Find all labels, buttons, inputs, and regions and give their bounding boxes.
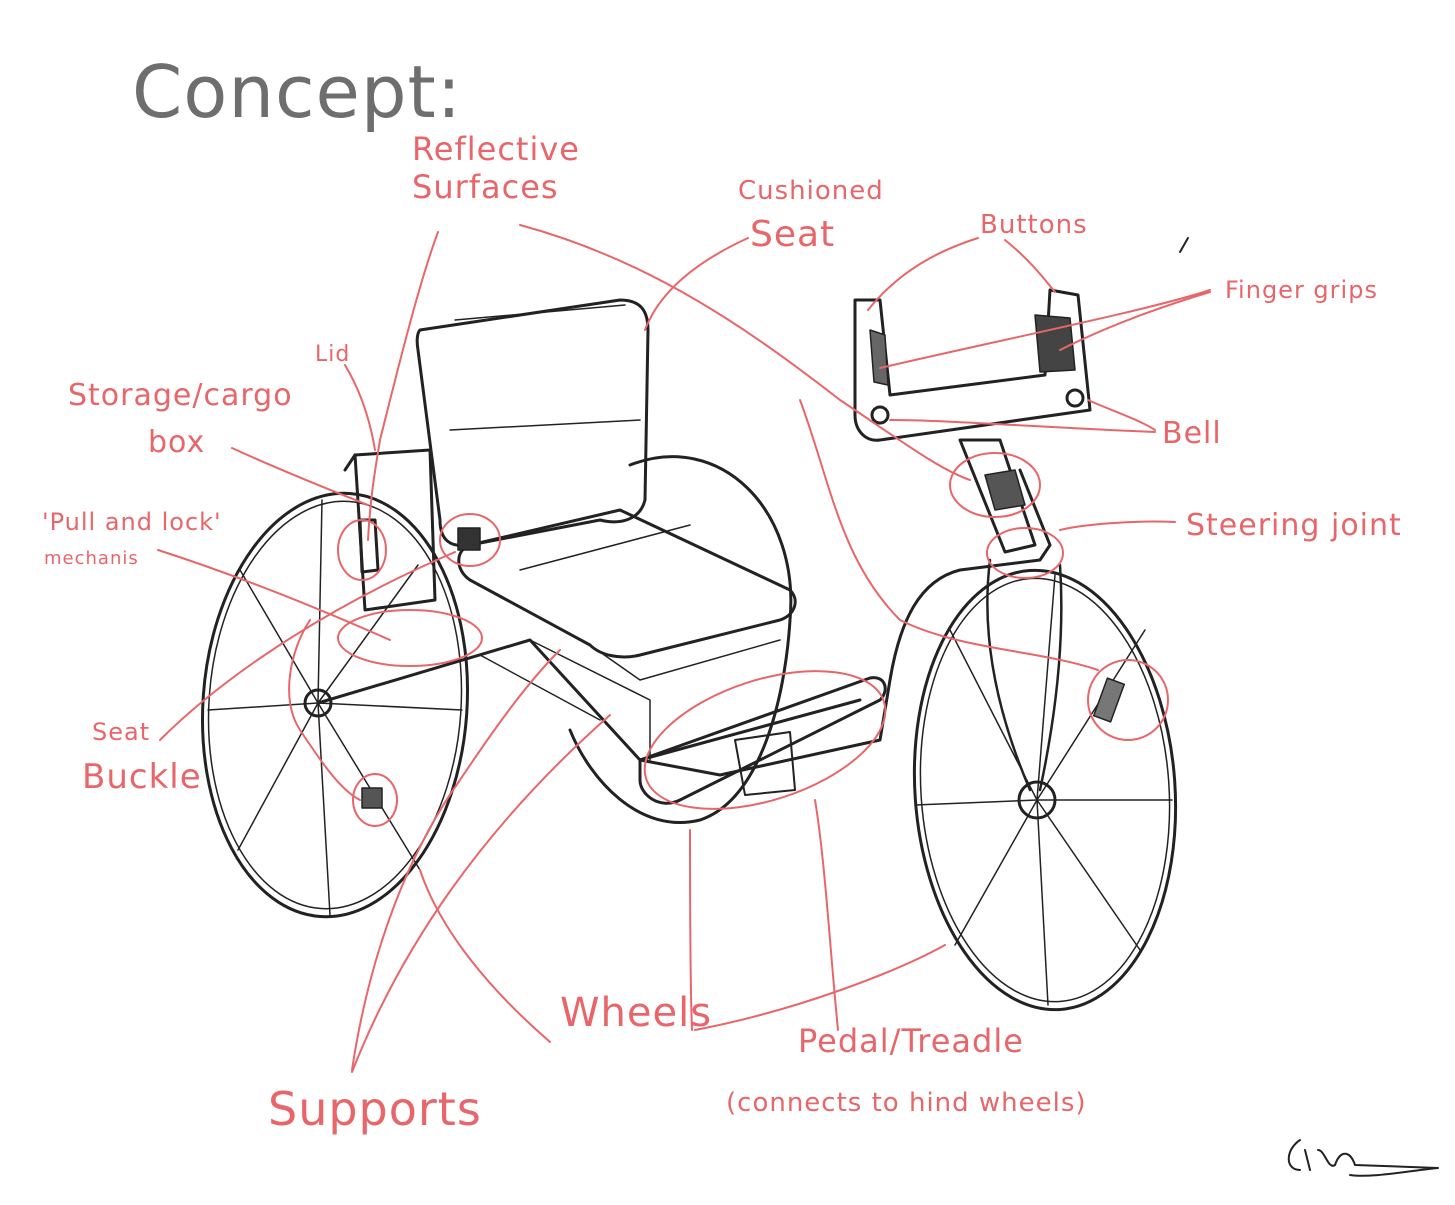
storage-box [353,448,437,612]
label-seat-buckle-top: Seat [92,718,151,746]
frame [316,468,1052,777]
pedal-treadle [638,676,887,805]
label-supports: Supports [268,1082,482,1136]
label-mechanism: mechanis [44,548,139,569]
label-pedal-treadle: Pedal/Treadle [798,1022,1024,1060]
label-cushioned: Cushioned [738,176,884,206]
label-bell: Bell [1162,416,1222,451]
label-lid: Lid [315,342,351,367]
left-rear-wheel [200,491,470,919]
seat-cushion [457,508,797,659]
concept-title: Concept: [132,50,463,134]
label-finger-grips: Finger grips [1225,276,1378,304]
label-box: box [148,425,206,460]
label-storage-cargo: Storage/cargo [68,378,293,413]
label-buckle: Buckle [82,757,202,797]
label-wheels: Wheels [560,990,713,1036]
label-buttons: Buttons [980,210,1088,240]
right-front-wheel [912,568,1178,1012]
label-pull-and-lock: 'Pull and lock' [42,508,222,536]
handlebar [853,288,1092,442]
steering-column [958,438,1037,554]
annotation-lines [157,224,1211,1073]
label-reflective-surfaces: Reflective Surfaces [412,130,580,206]
label-steering-joint: Steering joint [1186,508,1402,543]
label-connects-hind-wheels: (connects to hind wheels) [726,1088,1087,1118]
label-seat: Seat [750,214,836,255]
seat-back [415,298,650,548]
signature [1287,1139,1439,1177]
